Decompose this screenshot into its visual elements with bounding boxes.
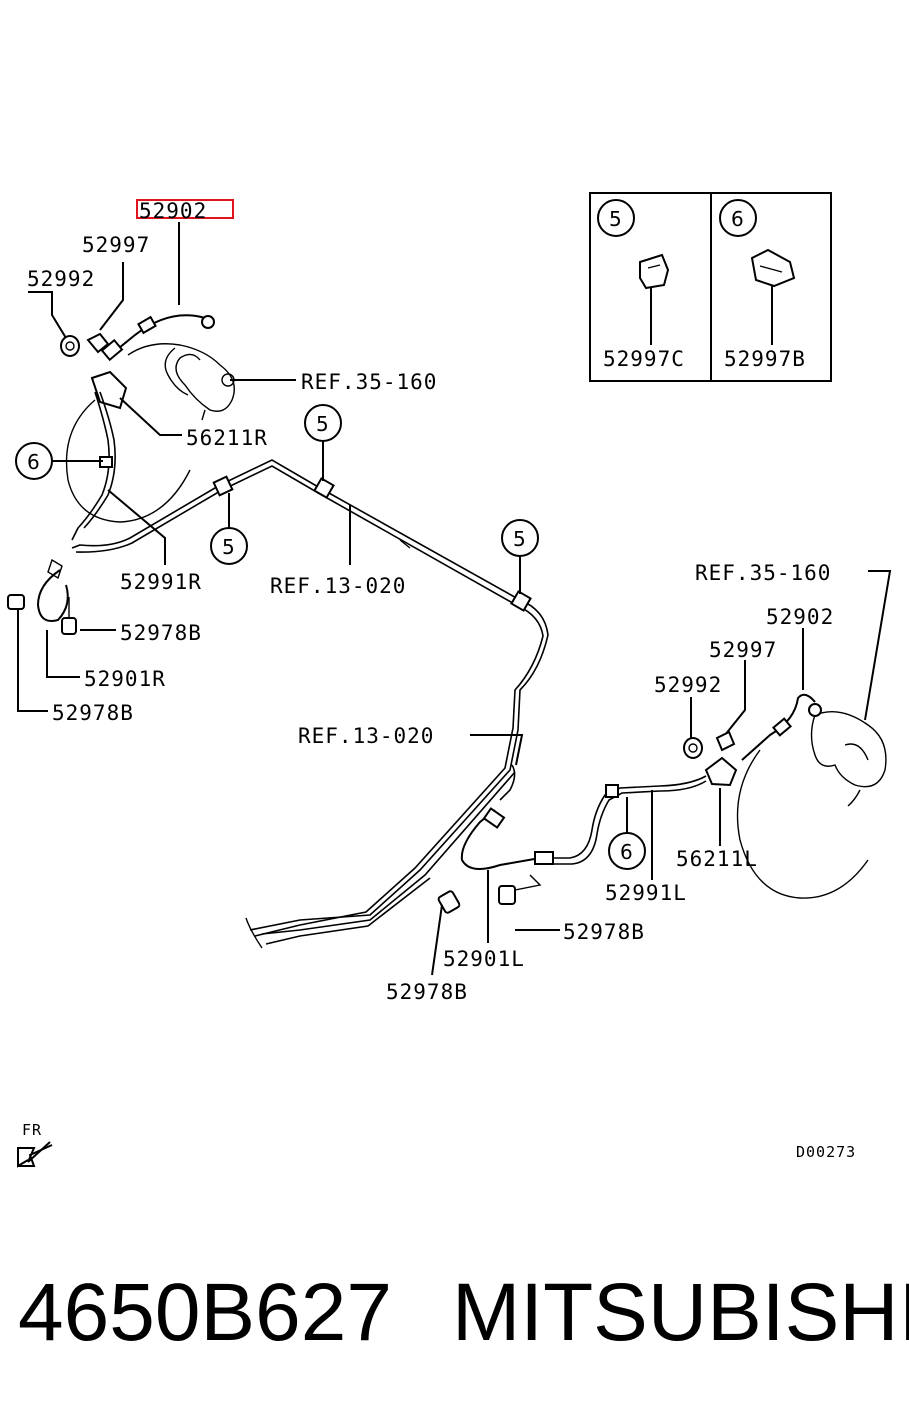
brake-pipe-main-upper: [71, 459, 549, 931]
svg-text:6: 6: [620, 840, 633, 864]
ref-35-160-top[interactable]: REF.35-160: [301, 370, 437, 394]
nut-52992-icon: [60, 335, 80, 357]
part-label-52902-right[interactable]: 52902: [766, 605, 834, 629]
inset-part-52997B[interactable]: 52997B: [724, 347, 806, 371]
diagram-code: D00273: [796, 1143, 856, 1161]
ref-13-020-top[interactable]: REF.13-020: [270, 574, 406, 598]
footer-brand: MITSUBISHI: [452, 1267, 909, 1358]
clip-52997B-icon: [750, 248, 796, 288]
part-label-52997[interactable]: 52997: [82, 233, 150, 257]
svg-text:5: 5: [316, 412, 329, 436]
part-label-52901L[interactable]: 52901L: [443, 947, 525, 971]
part-label-52978B-d[interactable]: 52978B: [386, 980, 468, 1004]
svg-text:5: 5: [609, 207, 622, 231]
footer-part-number: 4650B627: [18, 1267, 392, 1358]
inset-part-52997C[interactable]: 52997C: [603, 347, 685, 371]
part-label-52978B-b[interactable]: 52978B: [52, 701, 134, 725]
bolt-52978B-right-icon: [498, 885, 516, 905]
brake-pipe-52991L: [548, 775, 707, 859]
bolt-52978B-left-icon: [7, 594, 25, 610]
part-label-52902-highlighted[interactable]: 52902: [139, 199, 207, 223]
bracket-56211R-icon: [90, 370, 128, 410]
bolt-52978B-icon: [61, 617, 77, 635]
part-label-56211R[interactable]: 56211R: [186, 426, 268, 450]
highlight-box: [136, 199, 234, 219]
fr-label: FR: [22, 1121, 42, 1139]
part-label-52992[interactable]: 52992: [27, 267, 95, 291]
svg-text:5: 5: [222, 535, 235, 559]
part-label-52978B-c[interactable]: 52978B: [563, 920, 645, 944]
part-label-52992-right[interactable]: 52992: [654, 673, 722, 697]
clip-52997-right-icon: [715, 730, 736, 752]
svg-text:6: 6: [731, 207, 744, 231]
ref-13-020-mid[interactable]: REF.13-020: [298, 724, 434, 748]
brake-hose-52901L: [460, 809, 541, 870]
clip-52997-icon: [86, 332, 110, 354]
part-label-56211L[interactable]: 56211L: [676, 847, 758, 871]
nut-52992-right-icon: [683, 737, 703, 759]
svg-text:6: 6: [27, 450, 40, 474]
clip-52997C-icon: [639, 253, 670, 290]
svg-text:5: 5: [513, 527, 526, 551]
brake-hose-52901R: [36, 569, 69, 622]
brake-pipe-52991R: [71, 391, 110, 541]
part-label-52991L[interactable]: 52991L: [605, 881, 687, 905]
part-label-52901R[interactable]: 52901R: [84, 667, 166, 691]
part-label-52997-right[interactable]: 52997: [709, 638, 777, 662]
part-label-52978B-a[interactable]: 52978B: [120, 621, 202, 645]
bracket-56211L-icon: [704, 756, 738, 787]
caliper-right-icon: [810, 711, 887, 788]
knuckle-outline-icon: [127, 343, 235, 412]
ref-35-160-right[interactable]: REF.35-160: [695, 561, 831, 585]
part-label-52991R[interactable]: 52991R: [120, 570, 202, 594]
